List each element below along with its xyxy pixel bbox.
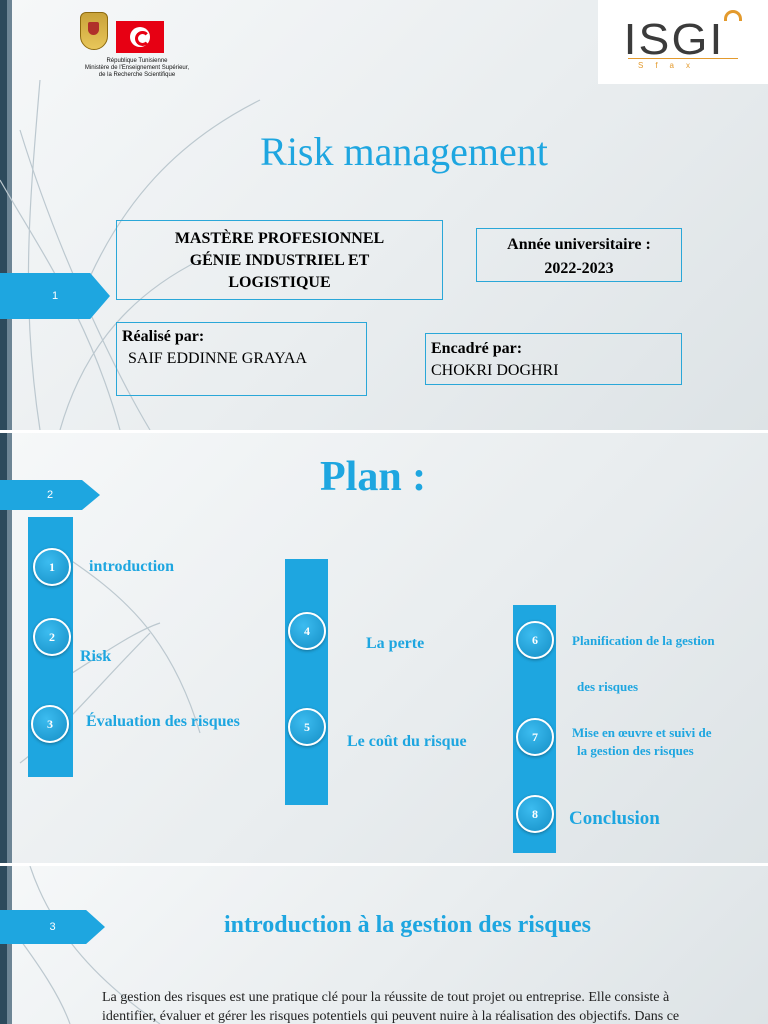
- academic-year-label: Année universitaire :: [507, 236, 651, 253]
- plan-item-7-label-line-2: la gestion des risques: [577, 743, 694, 758]
- isg-swoosh-icon: [724, 10, 742, 21]
- intro-paragraph: La gestion des risques est une pratique …: [102, 988, 722, 1024]
- plan-item-6-number[interactable]: 6: [516, 621, 554, 659]
- plan-item-6-label: Planification de la gestion: [572, 633, 715, 648]
- academic-year-box: Année universitaire : 2022-2023: [476, 228, 682, 282]
- plan-item-4-label: La perte: [366, 635, 425, 652]
- slide-number-marker[interactable]: 1: [0, 273, 110, 319]
- supervisor-label: Encadré par:: [431, 340, 523, 357]
- plan-item-1-label: introduction: [89, 558, 175, 575]
- master-line-1: MASTÈRE PROFESIONNEL: [174, 230, 385, 247]
- plan-item-8-number[interactable]: 8: [516, 795, 554, 833]
- intro-line-1: La gestion des risques est une pratique …: [102, 990, 670, 1005]
- plan-item-2-number[interactable]: 2: [33, 618, 71, 656]
- plan-item-4-number[interactable]: 4: [288, 612, 326, 650]
- plan-item-5-number[interactable]: 5: [288, 708, 326, 746]
- author-label: Réalisé par:: [122, 328, 205, 345]
- intro-line-2: identifier, évaluer et gérer les risques…: [102, 1009, 680, 1024]
- presentation-title: Risk management: [260, 129, 548, 174]
- slide-2: 2 Plan : 1 introduction 2 Risk 3 Évaluat…: [0, 433, 768, 863]
- plan-item-6-label-line-2: des risques: [577, 679, 639, 694]
- section-title: introduction à la gestion des risques: [224, 912, 591, 938]
- ministry-line-3: de la Recherche Scientifique: [98, 72, 176, 78]
- tunisia-coat-of-arms-icon: [80, 12, 108, 50]
- slide-1: République Tunisienne Ministère de l'Ens…: [0, 0, 768, 430]
- slide-number-marker[interactable]: 2: [0, 480, 100, 510]
- plan-item-5-label: Le coût du risque: [347, 733, 467, 750]
- plan-item-3-number[interactable]: 3: [31, 705, 69, 743]
- plan-column-2: [285, 559, 328, 805]
- isg-logo-underline: [628, 58, 738, 59]
- master-line-3: LOGISTIQUE: [228, 274, 331, 291]
- author-box: Réalisé par: SAIF EDDINNE GRAYAA: [116, 322, 367, 396]
- isg-logo-text: ISGI: [623, 15, 725, 64]
- ministry-line-2: Ministère de l'Enseignement Supérieur,: [84, 65, 190, 71]
- ministry-line-1: République Tunisienne: [106, 58, 168, 64]
- plan-item-1-number[interactable]: 1: [33, 548, 71, 586]
- plan-item-3-label: Évaluation des risques: [86, 713, 240, 730]
- author-name: SAIF EDDINNE GRAYAA: [128, 350, 307, 367]
- academic-year-value: 2022-2023: [544, 260, 614, 277]
- master-program-box: MASTÈRE PROFESIONNEL GÉNIE INDUSTRIEL ET…: [116, 220, 443, 300]
- plan-title: Plan :: [320, 454, 427, 500]
- supervisor-box: Encadré par: CHOKRI DOGHRI: [425, 333, 682, 385]
- plan-item-7-label: Mise en œuvre et suivi de: [572, 725, 712, 740]
- plan-item-7-number[interactable]: 7: [516, 718, 554, 756]
- master-line-2: GÉNIE INDUSTRIEL ET: [189, 252, 370, 269]
- isg-logo-subtext: Sfax: [638, 61, 703, 70]
- tunisia-flag-icon: [116, 21, 164, 53]
- isg-sfax-logo: ISGI Sfax: [598, 0, 768, 84]
- supervisor-name: CHOKRI DOGHRI: [431, 362, 559, 379]
- plan-item-8-label: Conclusion: [569, 808, 660, 829]
- ministry-text: République Tunisienne Ministère de l'Ens…: [72, 58, 202, 79]
- slide-3: 3 introduction à la gestion des risques …: [0, 866, 768, 1024]
- plan-item-2-label: Risk: [80, 648, 112, 665]
- slide-number-marker[interactable]: 3: [0, 910, 105, 944]
